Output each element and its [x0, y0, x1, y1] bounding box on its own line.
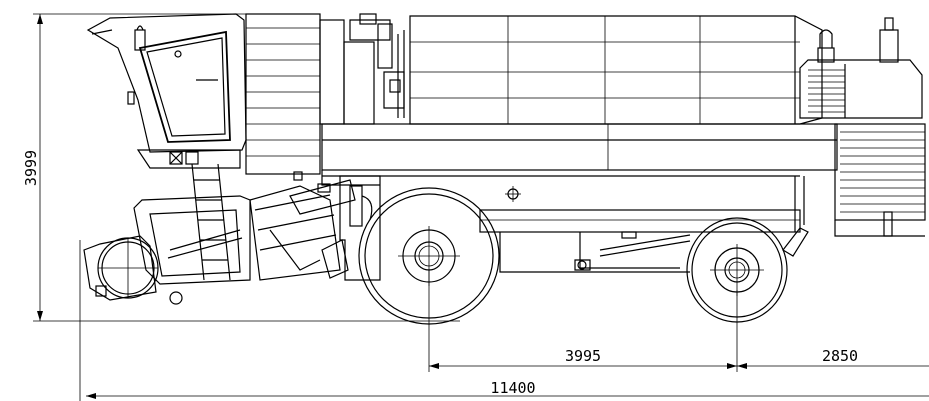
- rear-overhang-dimension-label: 2850: [822, 347, 858, 365]
- mid-body: [339, 175, 381, 281]
- front-wheel: [358, 187, 500, 325]
- height-dimension-label: 3999: [22, 150, 40, 186]
- central-elevator: [245, 13, 405, 175]
- length-dimensions: 3995 2850 11400: [79, 240, 929, 401]
- wheelbase-dimension-label: 3995: [565, 347, 601, 365]
- cab-ladder: [191, 163, 231, 281]
- engine-housing: [799, 17, 926, 237]
- total-length-dimension-label: 11400: [490, 379, 535, 397]
- operator-cab: [86, 13, 247, 169]
- height-dimension: 3999: [22, 13, 460, 322]
- rear-wheel: [686, 217, 788, 323]
- grain-tank: [409, 15, 823, 125]
- center-of-gravity-marker: [505, 186, 521, 202]
- chassis-frame: [321, 123, 838, 273]
- front-lifting-unit: [83, 171, 356, 305]
